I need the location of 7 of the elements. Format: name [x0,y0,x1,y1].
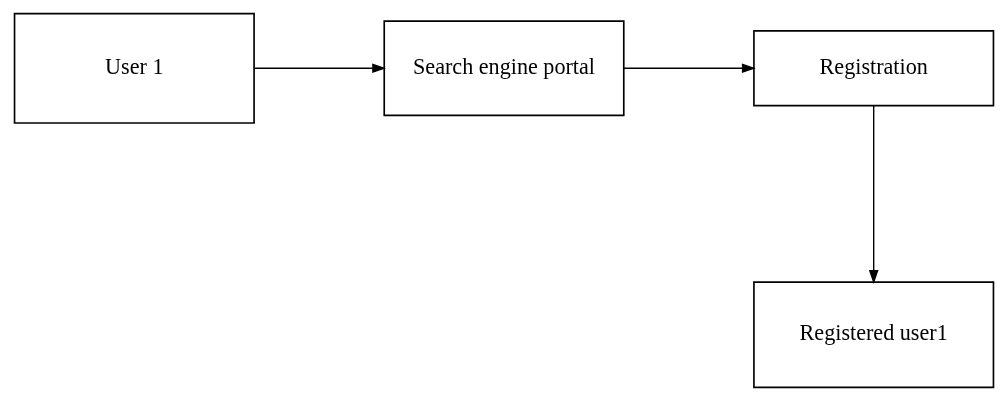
arrow [868,105,879,284]
node-box: Registered user1 [752,281,994,389]
arrow [253,63,386,74]
node-box: User 1 [13,12,255,124]
node-box: Registration [752,30,994,107]
node-box: Search engine portal [382,20,625,117]
arrow [622,63,756,74]
